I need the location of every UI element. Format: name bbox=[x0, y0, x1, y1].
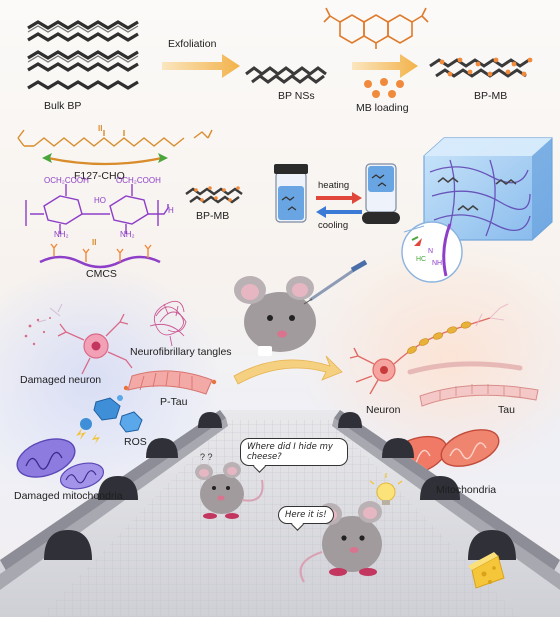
exfoliation-arrow bbox=[162, 54, 240, 78]
vial-gel bbox=[362, 163, 400, 224]
neuron-label: Neuron bbox=[366, 404, 401, 416]
bp-nanosheets-graphic bbox=[245, 66, 327, 84]
cheese-icon bbox=[468, 552, 505, 589]
tau-graphic bbox=[407, 361, 539, 407]
cmcs-chain-graphic bbox=[39, 243, 161, 269]
vial-sol bbox=[274, 164, 308, 223]
light-bulb-icon bbox=[369, 473, 403, 505]
injected-mouse-graphic bbox=[234, 259, 368, 356]
neurofibrillary-tangles-graphic bbox=[149, 300, 187, 347]
bp-mb-product-graphic bbox=[429, 57, 533, 78]
question-bubble: Where did I hide my cheese? bbox=[240, 438, 348, 466]
damaged-mitochondria-graphic bbox=[16, 438, 105, 490]
schiff-hc: HC bbox=[416, 256, 427, 263]
cmcs-h-end: H bbox=[168, 206, 174, 215]
maze-doorways bbox=[44, 412, 516, 560]
cooling-arrow bbox=[316, 206, 362, 218]
f127-label: F127-CHO bbox=[74, 170, 125, 182]
tau-label: Tau bbox=[498, 404, 515, 416]
cmcs-ho: HO bbox=[94, 196, 106, 205]
f127-structure bbox=[17, 129, 213, 147]
question-marks: ? ? bbox=[200, 452, 213, 462]
cmcs-sub2: OCH₂COOH bbox=[116, 176, 161, 185]
heating-arrow bbox=[316, 192, 362, 204]
ros-graphic bbox=[76, 395, 143, 444]
mitochondria-label: Mitochondria bbox=[436, 484, 497, 496]
treatment-arrow bbox=[233, 355, 343, 385]
confused-mouse-graphic bbox=[195, 462, 264, 519]
damaged-mitochondria-label: Damaged mitochondria bbox=[14, 490, 123, 502]
damaged-neuron-graphic bbox=[24, 303, 133, 375]
warm-glow bbox=[300, 240, 560, 480]
bp-nss-label: BP NSs bbox=[278, 90, 315, 102]
schiff-nh: NH bbox=[432, 260, 443, 267]
mb-particles bbox=[364, 78, 404, 98]
cmcs-eq: II bbox=[92, 238, 97, 247]
neurofibrillary-tangles-label: Neurofibrillary tangles bbox=[130, 346, 232, 358]
bp-mb-small bbox=[185, 187, 243, 204]
bp-mb-small-dots bbox=[194, 186, 240, 202]
healthy-neuron-graphic bbox=[349, 303, 509, 395]
cooling-label: cooling bbox=[318, 220, 349, 231]
ros-label: ROS bbox=[124, 436, 147, 448]
mb-loading-label: MB loading bbox=[356, 102, 409, 114]
cmcs-label: CMCS bbox=[86, 268, 117, 280]
exfoliation-label: Exfoliation bbox=[168, 38, 217, 50]
p-tau-label: P-Tau bbox=[160, 396, 188, 408]
bp-mb-product-label: BP-MB bbox=[474, 90, 508, 102]
damaged-neuron-label: Damaged neuron bbox=[20, 374, 102, 386]
heating-label: heating bbox=[318, 180, 350, 191]
answer-bubble: Here it is! bbox=[278, 506, 334, 524]
cmcs-nh2-1: NH₂ bbox=[54, 230, 69, 239]
schiff-n: N bbox=[428, 248, 434, 255]
cmcs-nh2-2: NH₂ bbox=[120, 230, 135, 239]
bulk-bp-label: Bulk BP bbox=[44, 100, 82, 112]
zoom-schiff-base bbox=[401, 221, 463, 283]
bp-mb-gel-label: BP-MB bbox=[196, 210, 230, 222]
bulk-bp-graphic bbox=[27, 20, 139, 90]
p-tau-graphic bbox=[123, 370, 217, 395]
f127-chain-indicator bbox=[42, 153, 168, 166]
cmcs-sub1: OCH₂COOH bbox=[44, 176, 89, 185]
cmcs-structure bbox=[25, 184, 169, 234]
f127-eq: II bbox=[98, 124, 103, 133]
mb-molecule bbox=[323, 7, 429, 49]
hydrogel-block bbox=[423, 137, 553, 241]
mb-loading-arrow bbox=[352, 54, 418, 78]
